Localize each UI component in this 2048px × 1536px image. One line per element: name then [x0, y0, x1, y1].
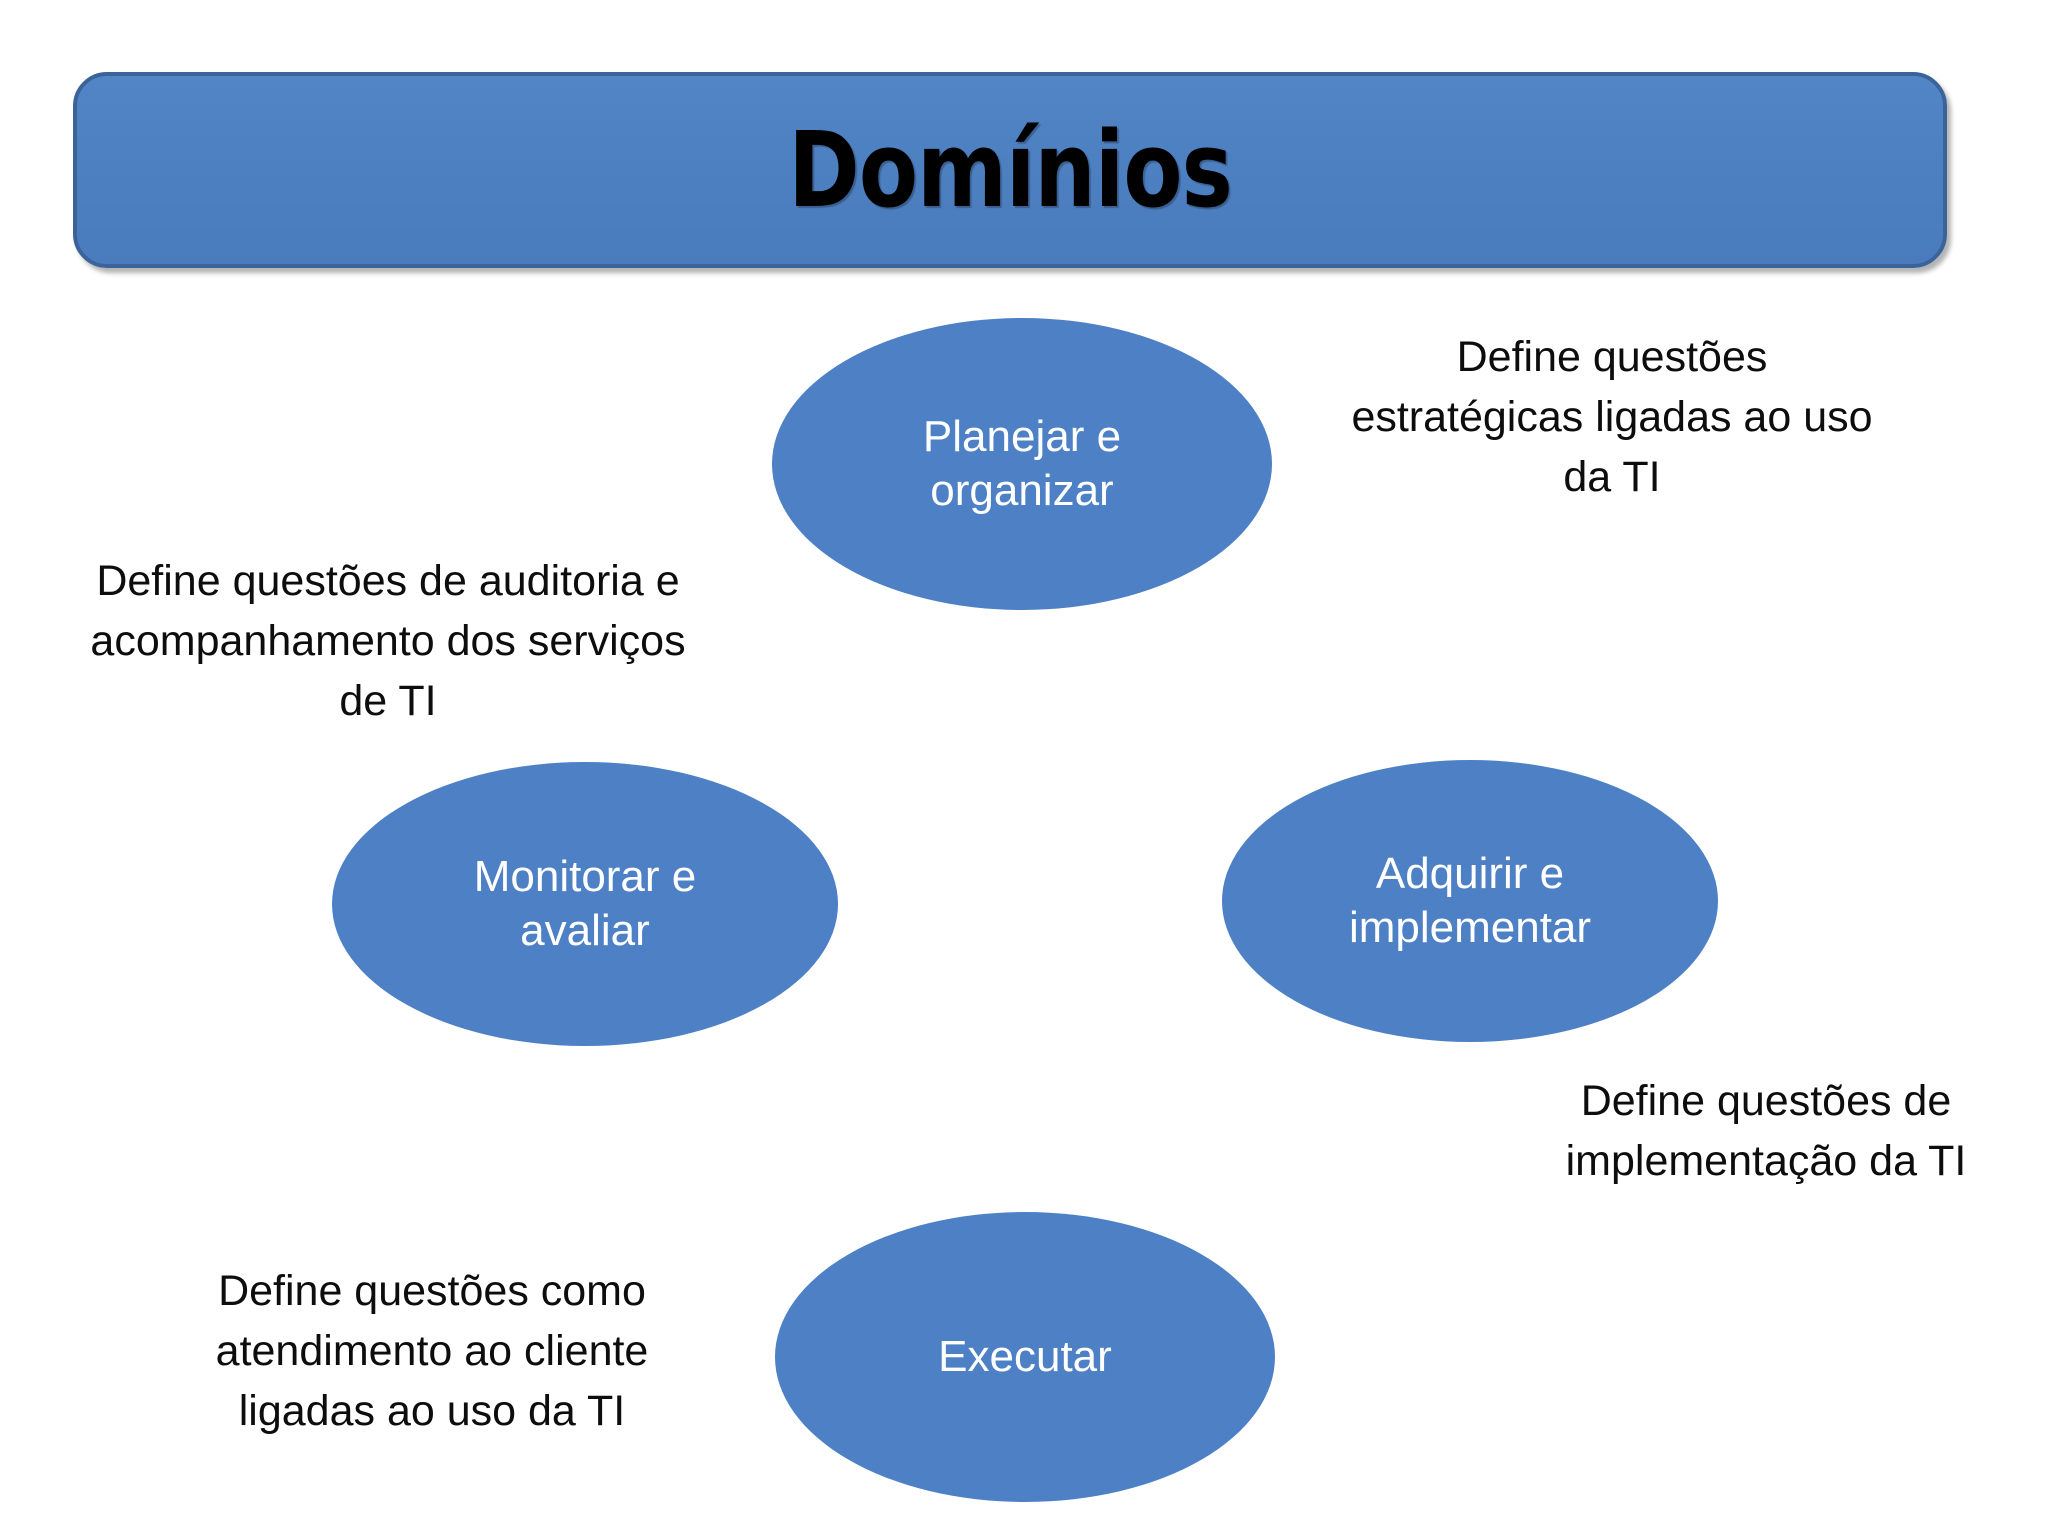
caption-adquirir-implementar: Define questões de implementação da TI: [1565, 1077, 1967, 1185]
page-title: Domínios: [788, 109, 1233, 231]
domain-label: Planejar e organizar: [922, 412, 1122, 515]
caption-executar: Define questões como atendimento ao clie…: [215, 1267, 649, 1435]
domain-ellipse-monitorar-avaliar[interactable]: Monitorar e avaliar: [332, 762, 838, 1046]
domain-ellipse-planejar-organizar[interactable]: Planejar e organizar: [772, 318, 1272, 610]
domain-ellipse-adquirir-implementar[interactable]: Adquirir e implementar: [1222, 760, 1718, 1042]
domain-ellipse-executar[interactable]: Executar: [775, 1212, 1275, 1502]
domain-label: Adquirir e implementar: [1348, 849, 1592, 952]
domain-label: Executar: [938, 1332, 1112, 1382]
title-banner: Domínios: [73, 72, 1947, 268]
domain-label: Monitorar e avaliar: [473, 852, 697, 955]
caption-planejar-organizar: Define questões estratégicas ligadas ao …: [1351, 333, 1873, 501]
caption-monitorar-avaliar: Define questões de auditoria e acompanha…: [90, 557, 686, 725]
